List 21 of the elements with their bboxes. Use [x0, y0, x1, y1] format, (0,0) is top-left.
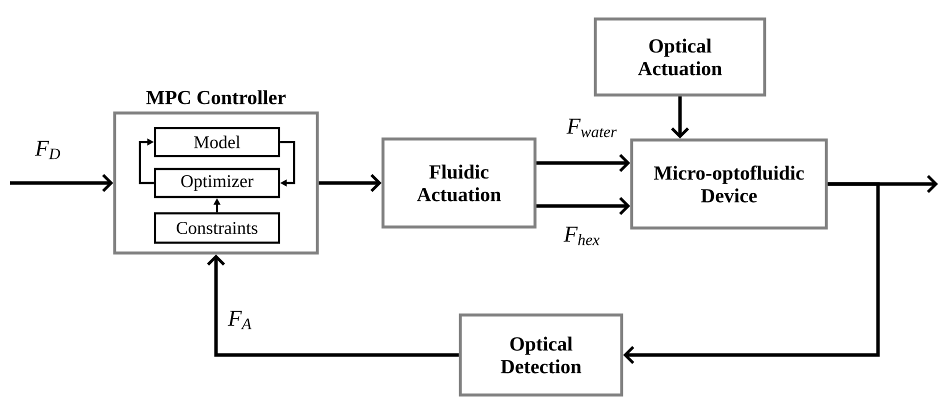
block-box: Fluidic Actuation [382, 138, 536, 228]
process-box: Constraints [154, 212, 280, 244]
process-box: Model [154, 126, 280, 158]
block-box: Micro-optofluidic Device [630, 138, 828, 230]
arrow [138, 138, 154, 184]
edge-label: F$_{hex}$ [564, 226, 600, 246]
arrow [206, 254, 459, 357]
arrow [670, 96, 690, 139]
arrow [623, 182, 880, 364]
edge-label: F$_{water}$ [566, 118, 617, 138]
edge-label: F$_{A}$ [228, 310, 252, 330]
arrow [10, 174, 114, 192]
arrow [536, 196, 630, 216]
block-box: Optical Actuation [594, 18, 766, 96]
block-box: Optical Detection [458, 314, 624, 396]
box-heading: MPC Controller [146, 90, 286, 104]
edge-label: F$_{D}$ [34, 140, 60, 160]
process-box: Optimizer [154, 168, 280, 198]
arrow [536, 154, 630, 172]
arrow [280, 140, 296, 187]
arrow [318, 174, 382, 192]
